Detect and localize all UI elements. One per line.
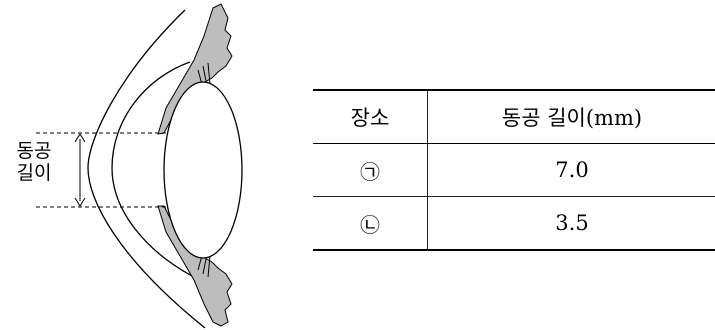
pupil-label-line2: 길이 — [16, 162, 52, 184]
pupil-length-table: 장소 동공 길이(mm) ㉠ 7.0 ㉡ 3.5 — [313, 89, 715, 251]
lens — [163, 81, 243, 259]
cornea-inner-surface — [111, 61, 193, 277]
outer-eye-wall — [87, 9, 206, 329]
pupil-length-label: 동공 길이 — [10, 140, 58, 184]
row-place-cell: ㉡ — [313, 196, 428, 251]
row-place-cell: ㉠ — [313, 143, 428, 197]
pupil-length-arrow — [74, 133, 86, 207]
eye-cross-section-diagram — [36, 3, 243, 329]
pupil-label-line1: 동공 — [16, 140, 52, 162]
row-length-cell: 7.0 — [427, 143, 715, 197]
row-length-cell: 3.5 — [427, 196, 715, 251]
header-pupil-length: 동공 길이(mm) — [427, 89, 715, 144]
table-row: ㉠ 7.0 — [313, 143, 715, 197]
table-header-row: 장소 동공 길이(mm) — [313, 89, 715, 144]
table-row: ㉡ 3.5 — [313, 196, 715, 251]
header-place: 장소 — [313, 89, 428, 144]
